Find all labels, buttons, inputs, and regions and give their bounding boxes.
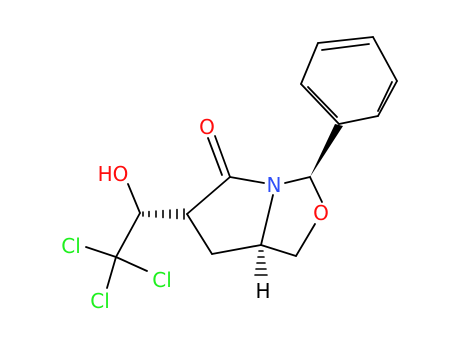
bond xyxy=(260,194,274,246)
bond xyxy=(338,115,379,125)
bond xyxy=(307,86,338,118)
bond xyxy=(317,36,374,44)
bond xyxy=(186,176,231,215)
carbonyl-oxygen-label: O xyxy=(199,115,215,139)
bond xyxy=(214,135,231,178)
chlorine-label-1: Cl xyxy=(61,234,81,258)
hashed-bond-h xyxy=(254,250,268,276)
bond xyxy=(115,256,148,272)
hydrogen-label: H xyxy=(255,279,270,303)
bond xyxy=(186,213,213,255)
bond xyxy=(207,137,223,176)
bond xyxy=(106,256,117,289)
bond xyxy=(377,81,393,112)
wedge-bond xyxy=(310,124,343,177)
hashed-bond xyxy=(142,208,185,220)
bond xyxy=(85,246,117,258)
bond xyxy=(260,244,297,257)
bond xyxy=(321,43,370,51)
bond xyxy=(211,244,262,255)
bond xyxy=(295,223,316,257)
chlorine-label-3: Cl xyxy=(90,289,110,313)
ring-oxygen-label: O xyxy=(313,201,329,225)
hydroxyl-label: HO xyxy=(98,162,129,186)
bond xyxy=(284,176,311,184)
bond xyxy=(127,183,141,214)
nitrogen-label: N xyxy=(267,173,282,197)
bond xyxy=(372,36,398,82)
ring-bonds xyxy=(85,135,323,289)
bond xyxy=(377,80,398,117)
bond xyxy=(300,42,319,85)
bond xyxy=(300,83,340,125)
chlorine-label-2: Cl xyxy=(152,268,172,292)
bond xyxy=(229,176,265,184)
bond xyxy=(115,212,141,258)
phenyl-ring xyxy=(300,36,398,125)
bond xyxy=(309,176,323,203)
